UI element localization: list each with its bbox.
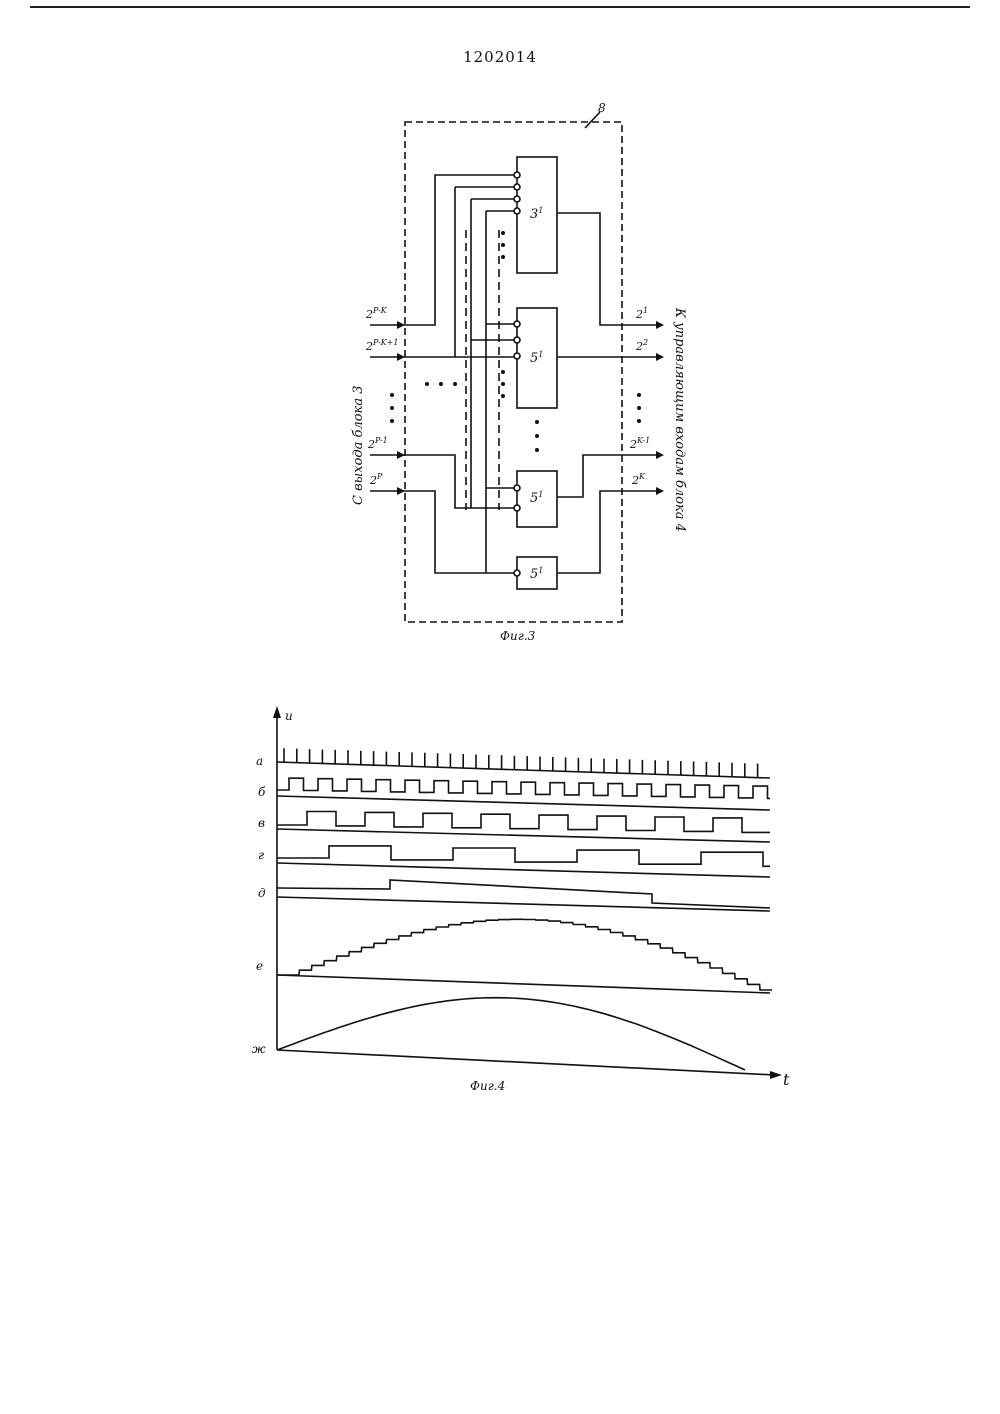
inverter-dot [514,570,520,576]
trace-v-wave [277,812,770,833]
y-axis-label: u [285,709,293,723]
inverter-dot [514,505,520,511]
output-line-4 [557,491,662,573]
trace-label-d: д [258,886,266,900]
trace-label-v: в [258,816,265,830]
output-label-2: 22 [635,338,648,353]
input-label-1: 2P-K [365,306,388,321]
right-side-label: К управляющим входам блока 4 [672,307,687,532]
trace-label-zh: ж [252,1042,266,1056]
arrow [397,321,405,329]
arrow [397,451,405,459]
trace-e-wave [277,919,772,990]
inverter-dot [514,172,520,178]
trace-label-a: а [256,754,263,768]
inverter-dot [514,196,520,202]
figure-3-block-diagram: 8 31 51 51 51 [0,0,1000,700]
trace-zh-wave [277,998,745,1070]
trace-label-e: е [256,959,263,973]
arrow [656,321,664,329]
arrow [656,451,664,459]
inverter-dot [514,353,520,359]
device-boundary [405,122,622,622]
figure-3-caption: Фиг.3 [500,629,536,643]
inverter-dot [514,337,520,343]
trace-e-baseline [277,975,770,993]
output-label-1: 21 [635,306,648,321]
arrow [656,353,664,361]
input-line-4 [370,491,514,573]
figure-4-caption: Фиг.4 [470,1079,505,1093]
input-label-4: 2P [369,472,383,487]
device-label: 8 [598,101,606,115]
input-line-1 [370,175,514,325]
inverter-dot [514,485,520,491]
trace-waveforms [277,748,772,1070]
trace-v-baseline [277,829,770,842]
output-label-4: 2K [631,472,646,487]
output-label-3: 2K-1 [629,436,650,451]
block-label-5b: 51 [530,490,543,506]
arrow [656,487,664,495]
trace-a-baseline [277,762,770,778]
input-label-2: 2P-K+1 [365,338,398,353]
y-axis-arrow [273,706,281,718]
trace-label-b: б [258,785,266,799]
trace-label-g: г [258,848,264,862]
trace-b-wave [277,778,770,798]
trace-a-pulses [284,748,758,777]
block-label-5a: 51 [530,350,543,366]
x-axis-label: t [783,1070,790,1089]
trace-d-baseline [277,897,770,911]
trace-d-wave [277,880,770,908]
x-axis [277,1050,775,1075]
left-side-label: С выхода блока 3 [351,386,366,505]
inverter-dot [514,184,520,190]
arrow [397,353,405,361]
input-label-3: 2P-1 [367,436,388,451]
trace-b-baseline [277,796,770,810]
inverter-dot [514,208,520,214]
x-axis-arrow [770,1071,782,1079]
block-label-5c: 51 [530,566,543,582]
input-line-3 [370,455,514,508]
inverter-dot [514,321,520,327]
arrow [397,487,405,495]
trace-g-baseline [277,863,770,877]
trace-g-wave [277,846,770,866]
block-label-3: 31 [530,206,543,222]
